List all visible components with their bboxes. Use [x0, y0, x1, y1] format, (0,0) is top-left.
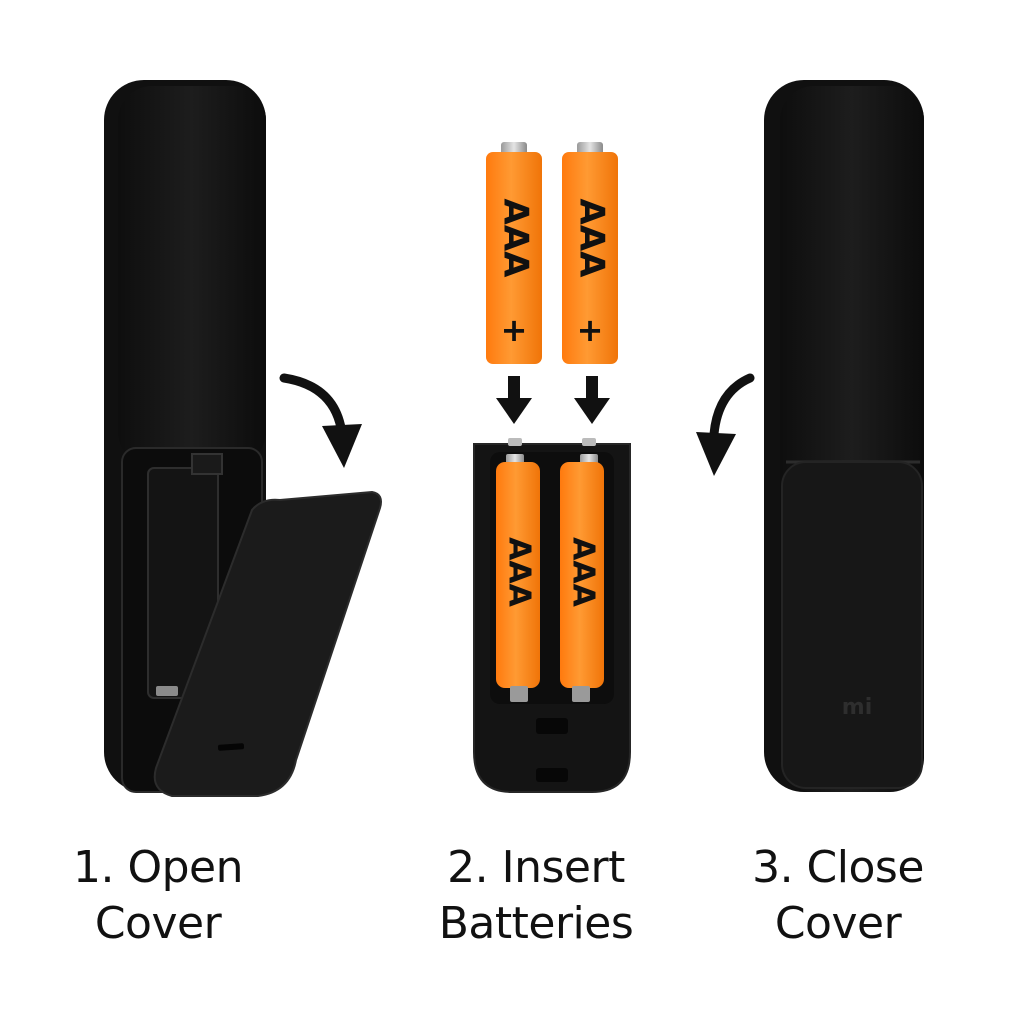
down-arrow-icon — [574, 376, 610, 424]
step-2-title: 2. Insert — [447, 842, 625, 893]
step-3-title: 3. Close — [752, 842, 924, 893]
compartment-spring — [156, 686, 178, 696]
cover-notch — [217, 743, 245, 751]
battery-cell — [562, 152, 618, 364]
battery-cell — [486, 152, 542, 364]
spring-right — [572, 686, 590, 702]
step-3-caption: 3. Close Cover — [688, 840, 988, 952]
curved-arrow-down-left-head — [696, 432, 736, 476]
step-2-caption: 2. Insert Batteries — [386, 840, 686, 952]
battery-installed-left — [496, 462, 540, 688]
battery-cover-closed — [781, 461, 923, 789]
battery-installed-right — [560, 462, 604, 688]
curved-arrow-down-right-icon — [279, 373, 347, 439]
remote-top-face — [118, 86, 266, 466]
contact-top-left — [508, 438, 522, 446]
compartment-tab — [191, 453, 223, 475]
battery-label: AAA — [502, 537, 537, 607]
battery-label: AAA — [496, 199, 536, 279]
step-3-subtitle: Cover — [774, 898, 902, 949]
compartment-slot — [536, 718, 568, 734]
compartment-slot — [536, 768, 568, 782]
remote-closed: mi — [696, 80, 924, 792]
battery-compartment: AAA AAA — [473, 438, 631, 793]
curved-arrow-down-right-head — [322, 424, 362, 468]
contact-top-right — [582, 438, 596, 446]
down-arrow-icon — [496, 376, 532, 424]
battery-polarity: + — [577, 311, 604, 349]
step-2-subtitle: Batteries — [438, 898, 634, 949]
battery-label: AAA — [572, 199, 612, 279]
battery-cap — [580, 454, 598, 464]
battery-cover-open — [153, 490, 382, 797]
battery-cap — [506, 454, 524, 464]
step-1-caption: 1. Open Cover — [8, 840, 308, 952]
curved-arrow-down-left-icon — [709, 373, 755, 439]
step-1-title: 1. Open — [73, 842, 244, 893]
step-1-subtitle: Cover — [94, 898, 222, 949]
step-insert-batteries: AAA + AAA + AAA AAA — [473, 142, 631, 793]
battery-polarity: + — [501, 311, 528, 349]
spring-left — [510, 686, 528, 702]
battery-loose-left: AAA + — [486, 142, 542, 364]
battery-label: AAA — [566, 537, 601, 607]
remote-open-cover — [104, 80, 382, 797]
brand-logo: mi — [842, 695, 872, 720]
battery-loose-right: AAA + — [562, 142, 618, 364]
